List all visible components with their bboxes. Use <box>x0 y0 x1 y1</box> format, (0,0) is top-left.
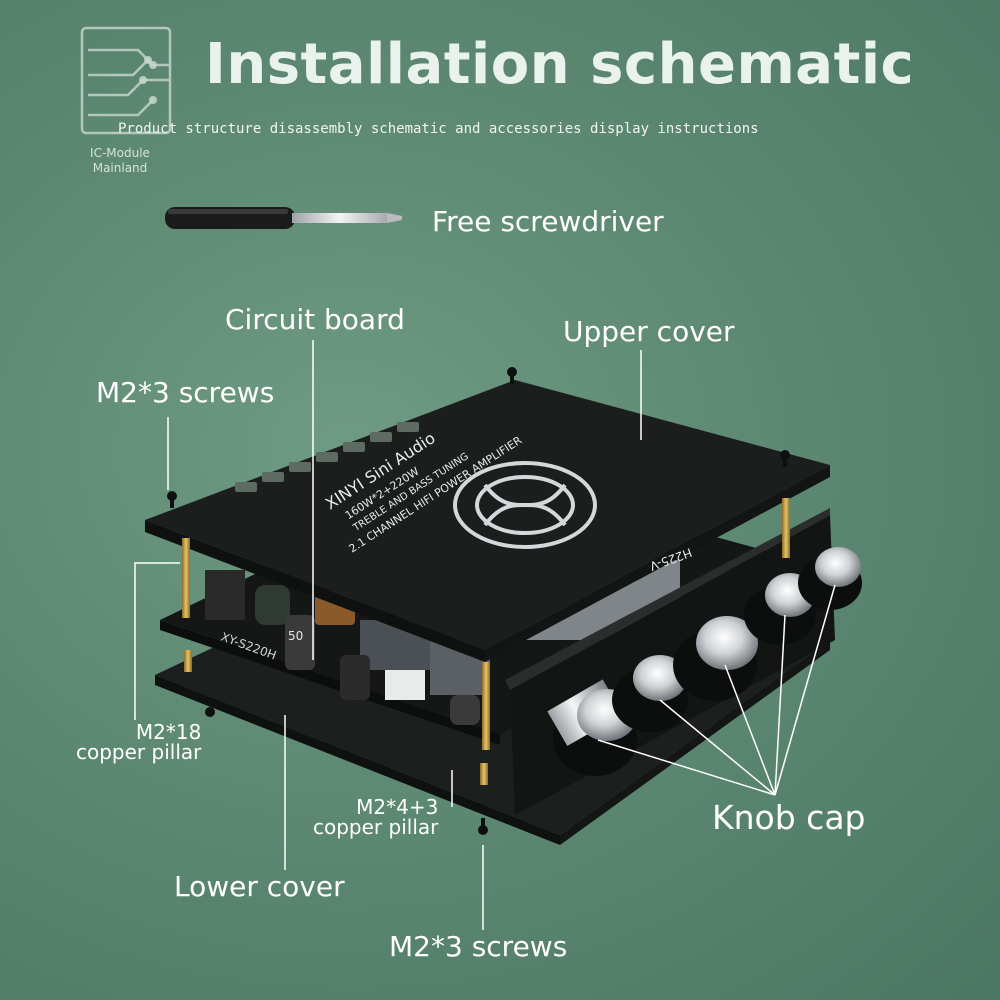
m2x3-screws-top-label: M2*3 screws <box>96 376 275 409</box>
copper-pillars-image <box>182 498 790 785</box>
m2x18-line-2: copper pillar <box>76 740 202 764</box>
screwdriver-label: Free screwdriver <box>432 205 664 238</box>
m2x4-line-1: M2*4+3 <box>356 795 439 819</box>
logo-text: IC-Module Mainland <box>70 146 170 176</box>
screws-image <box>167 367 790 835</box>
upper-cover-image: XINYI Sini Audio 160W*2+220W TREBLE AND … <box>145 380 830 662</box>
brand-logo <box>78 25 178 185</box>
m2x3-screws-bottom-label: M2*3 screws <box>389 930 568 963</box>
m2x4-pillar-label: M2*4+3 copper pillar <box>313 797 438 837</box>
page-subtitle: Product structure disassembly schematic … <box>118 121 759 137</box>
logo-line-2: Mainland <box>92 161 148 175</box>
callout-lines <box>134 340 836 930</box>
screwdriver-image <box>165 207 402 229</box>
lower-cover-label: Lower cover <box>174 870 345 903</box>
circuit-board-label: Circuit board <box>225 303 405 336</box>
m2x4-line-2: copper pillar <box>313 815 439 839</box>
upper-cover-label: Upper cover <box>563 315 735 348</box>
m2x18-line-1: M2*18 <box>135 720 202 744</box>
m2x18-pillar-label: M2*18 copper pillar <box>76 722 201 762</box>
logo-line-1: IC-Module <box>90 146 150 160</box>
page-title: Installation schematic <box>205 32 915 97</box>
knob-cap-label: Knob cap <box>712 798 866 837</box>
knob-caps-image <box>547 547 862 776</box>
